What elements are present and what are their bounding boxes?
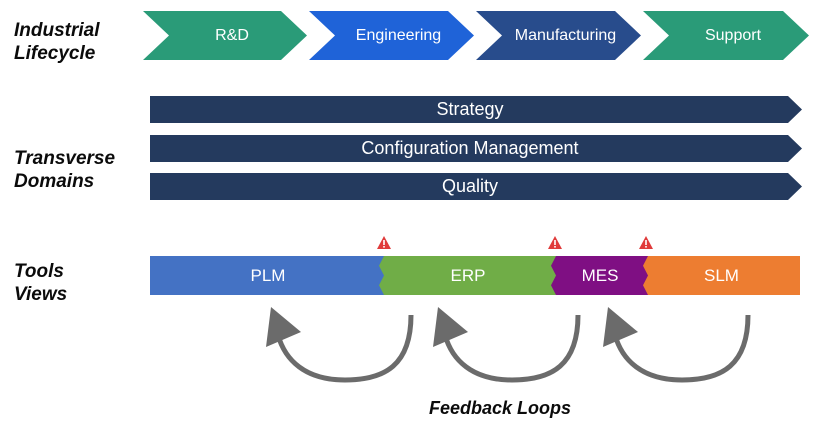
tools-label-line-2: Views <box>14 284 68 305</box>
feedback-loops-label: Feedback Loops <box>428 398 572 418</box>
stage-rnd-label: R&D <box>215 26 249 44</box>
tool-mes-label: MES <box>581 265 619 285</box>
stage-support-label: Support <box>704 26 762 44</box>
stage-manufacturing-label: Manufacturing <box>514 26 617 44</box>
stage-support: Support <box>643 11 809 60</box>
domain-strategy-label: Strategy <box>436 99 504 119</box>
feedback-arrow-slm-to-mes <box>603 307 751 383</box>
tool-erp-label: ERP <box>450 265 486 285</box>
domains-label-line-1: Transverse <box>14 148 116 169</box>
tool-slm-label: SLM <box>704 265 739 285</box>
tool-erp: ERP <box>379 256 557 295</box>
domain-configuration-management-label: Configuration Management <box>361 138 579 158</box>
domains-label-line-2: Domains <box>14 171 95 192</box>
domain-configuration-management: Configuration Management <box>150 135 802 162</box>
lifecycle-label-line-1: Industrial <box>14 20 100 41</box>
domain-quality: Quality <box>150 173 802 200</box>
domain-quality-label: Quality <box>441 176 499 196</box>
stage-manufacturing: Manufacturing <box>476 11 641 60</box>
tool-plm: PLM <box>150 256 386 295</box>
feedback-arrow-mes-to-erp <box>433 307 581 383</box>
domains-label: Transverse Domains <box>14 147 115 193</box>
tool-slm: SLM <box>643 256 800 295</box>
tool-mes: MES <box>551 256 649 295</box>
tool-plm-label: PLM <box>250 265 286 285</box>
tools-label: Tools Views <box>14 260 67 306</box>
lifecycle-label-line-2: Lifecycle <box>14 43 96 64</box>
tools-label-line-1: Tools <box>14 261 64 282</box>
warning-icon <box>377 236 391 249</box>
warning-icon <box>548 236 562 249</box>
stage-engineering: Engineering <box>309 11 474 60</box>
feedback-arrow-erp-to-plm <box>266 307 414 383</box>
stage-rnd: R&D <box>143 11 307 60</box>
stage-engineering-label: Engineering <box>355 26 442 44</box>
warning-icon <box>639 236 653 249</box>
domain-strategy: Strategy <box>150 96 802 123</box>
lifecycle-label: Industrial Lifecycle <box>14 19 100 65</box>
